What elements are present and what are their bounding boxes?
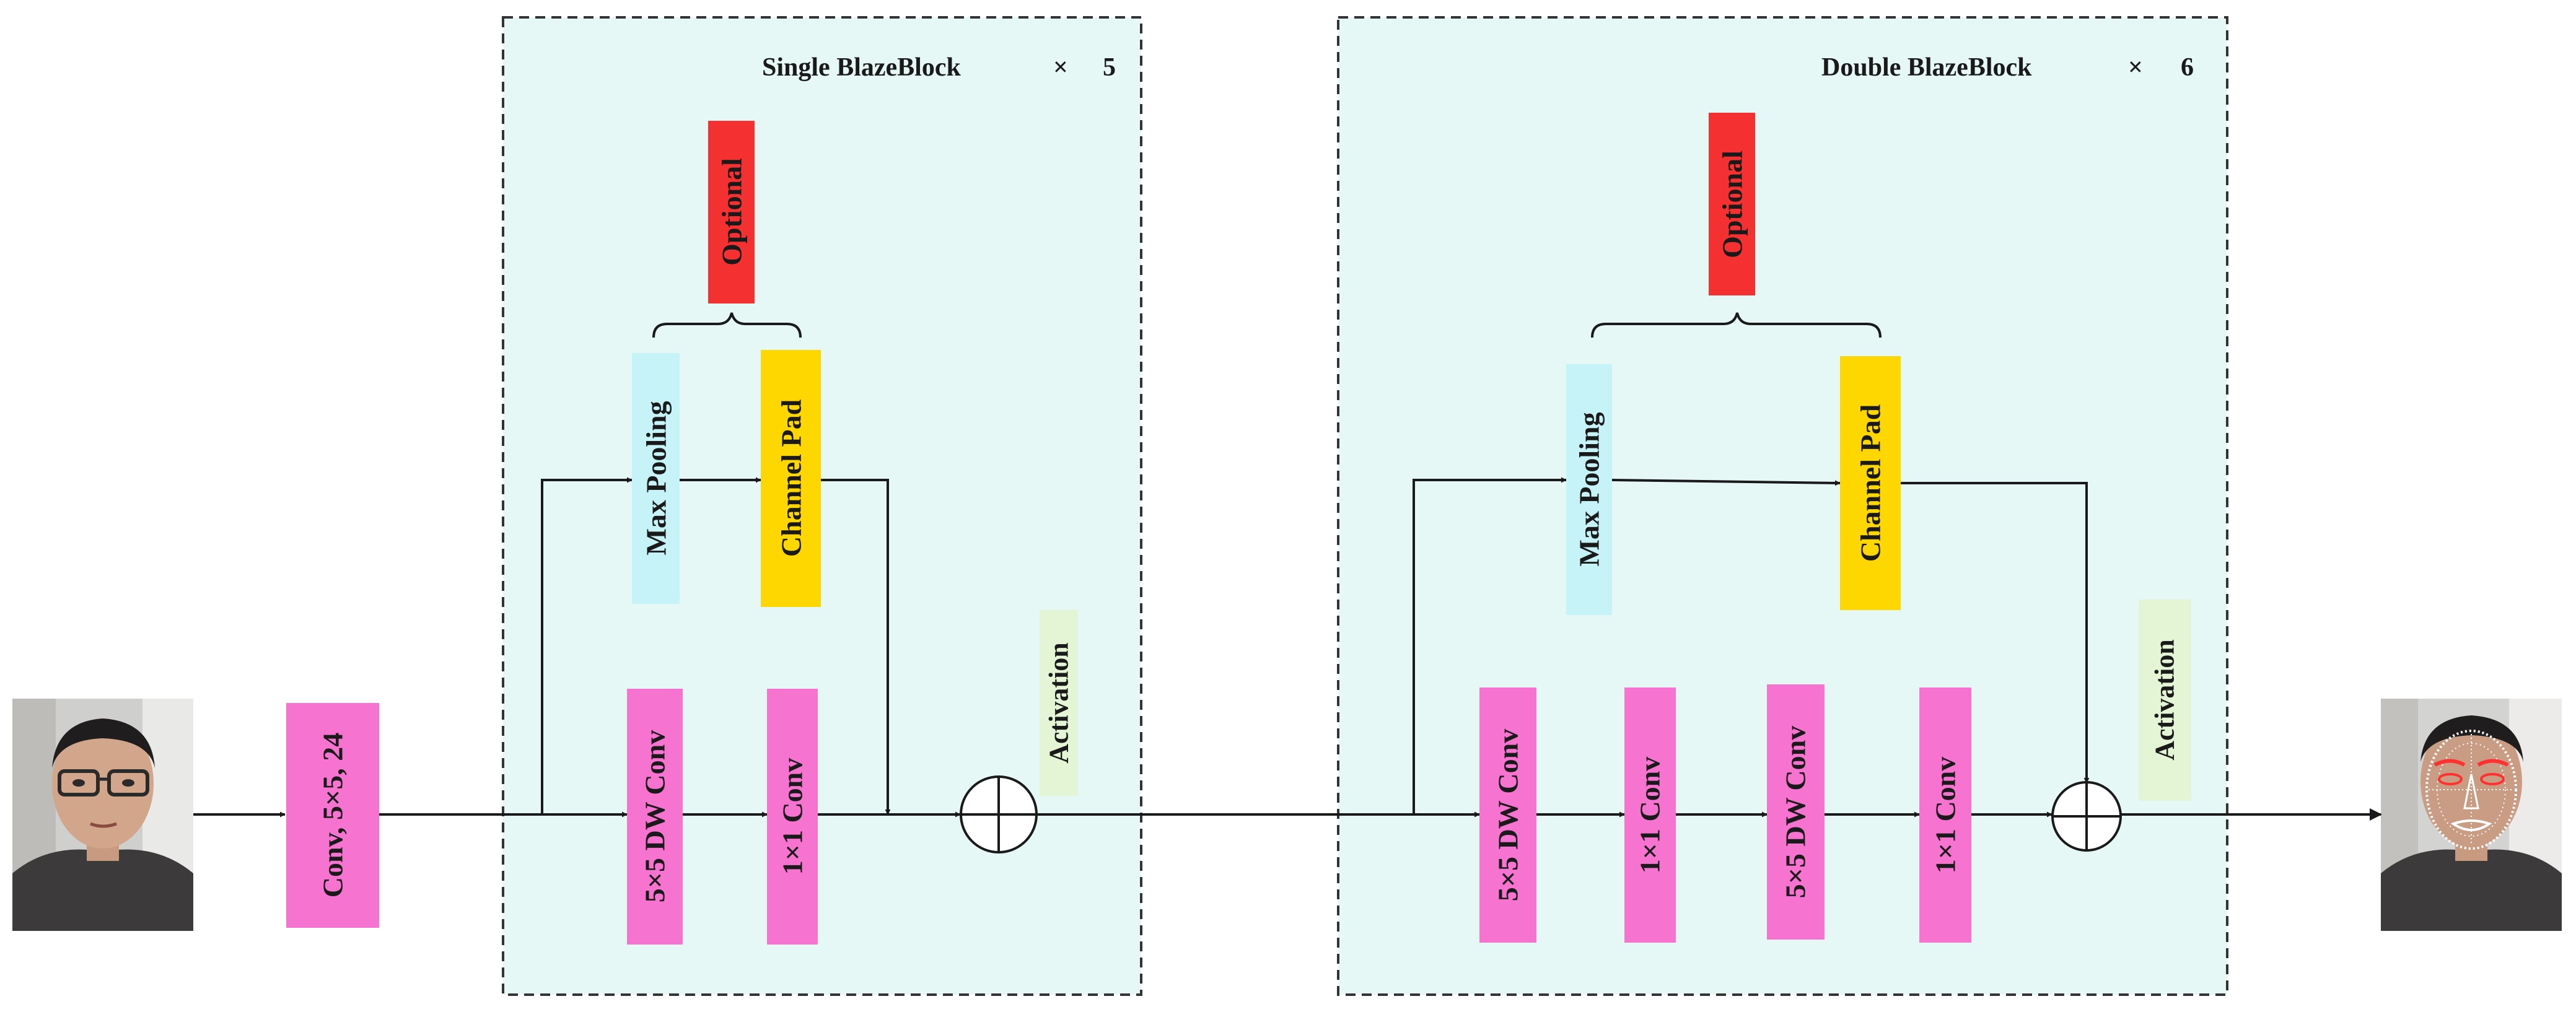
double-max-pooling-block [1566, 364, 1612, 615]
output-face-mesh-image [2381, 699, 2562, 931]
single-optional-block [708, 121, 755, 303]
single-5x5-dw-conv-block [627, 689, 683, 945]
double-optional-block [1709, 113, 1755, 295]
arrow-double-channelpad-to-add [1901, 482, 2090, 783]
double-activation-label: Activation [2150, 639, 2180, 761]
double-max-pooling-label: Max Pooling [1574, 412, 1605, 566]
arrow-single-branch-to-maxpool [541, 477, 633, 814]
double-5x5-dw-conv-2-label: 5×5 DW Conv [1780, 726, 1812, 898]
single-blazeblock-container [502, 16, 1142, 996]
single-activation-block [1040, 610, 1078, 796]
double-optional-label: Optional [1717, 151, 1748, 258]
double-1x1-conv-1-label: 1×1 Conv [1634, 757, 1666, 874]
double-5x5-dw-conv-2-block [1767, 684, 1825, 940]
double-blazeblock-repeat: 6 [2181, 53, 2194, 82]
arrow-double-branch-to-maxpool [1413, 477, 1567, 814]
single-blazeblock-times: × [1053, 53, 1068, 82]
conv-5x5-24-block [286, 703, 379, 928]
single-max-pooling-label: Max Pooling [641, 401, 672, 555]
double-channel-pad-block [1840, 356, 1901, 610]
single-channel-pad-block [761, 350, 821, 607]
double-add-node [2051, 781, 2122, 852]
double-1x1-conv-2-block [1919, 687, 1971, 943]
double-activation-block [2139, 600, 2191, 801]
single-blazeblock-title: Single BlazeBlock [762, 53, 961, 82]
double-blazeblock-title: Double BlazeBlock [1821, 53, 2032, 82]
double-1x1-conv-2-label: 1×1 Conv [1930, 757, 1961, 874]
input-face-image [12, 699, 193, 931]
single-1x1-conv-label: 1×1 Conv [777, 758, 808, 875]
double-5x5-dw-conv-1-block [1479, 687, 1536, 943]
arrow-single-channelpad-to-main [821, 479, 891, 815]
double-1x1-conv-1-block [1624, 687, 1676, 943]
single-blazeblock-repeat: 5 [1103, 53, 1116, 82]
conv-5x5-24-label: Conv, 5×5, 24 [317, 733, 349, 897]
single-max-pooling-block [632, 353, 680, 604]
double-5x5-dw-conv-1-label: 5×5 DW Conv [1492, 729, 1524, 901]
single-add-node [960, 775, 1038, 853]
single-channel-pad-label: Channel Pad [776, 399, 807, 557]
double-blazeblock-times: × [2128, 53, 2143, 82]
single-activation-label: Activation [1044, 642, 1074, 764]
double-optional-brace [1591, 312, 1882, 338]
single-5x5-dw-conv-label: 5×5 DW Conv [639, 730, 671, 902]
single-optional-brace [652, 312, 802, 338]
double-channel-pad-label: Channel Pad [1855, 404, 1886, 562]
single-optional-label: Optional [716, 158, 748, 266]
arrow-double-maxpool-to-channelpad [1611, 479, 1841, 486]
single-1x1-conv-block [767, 689, 818, 945]
